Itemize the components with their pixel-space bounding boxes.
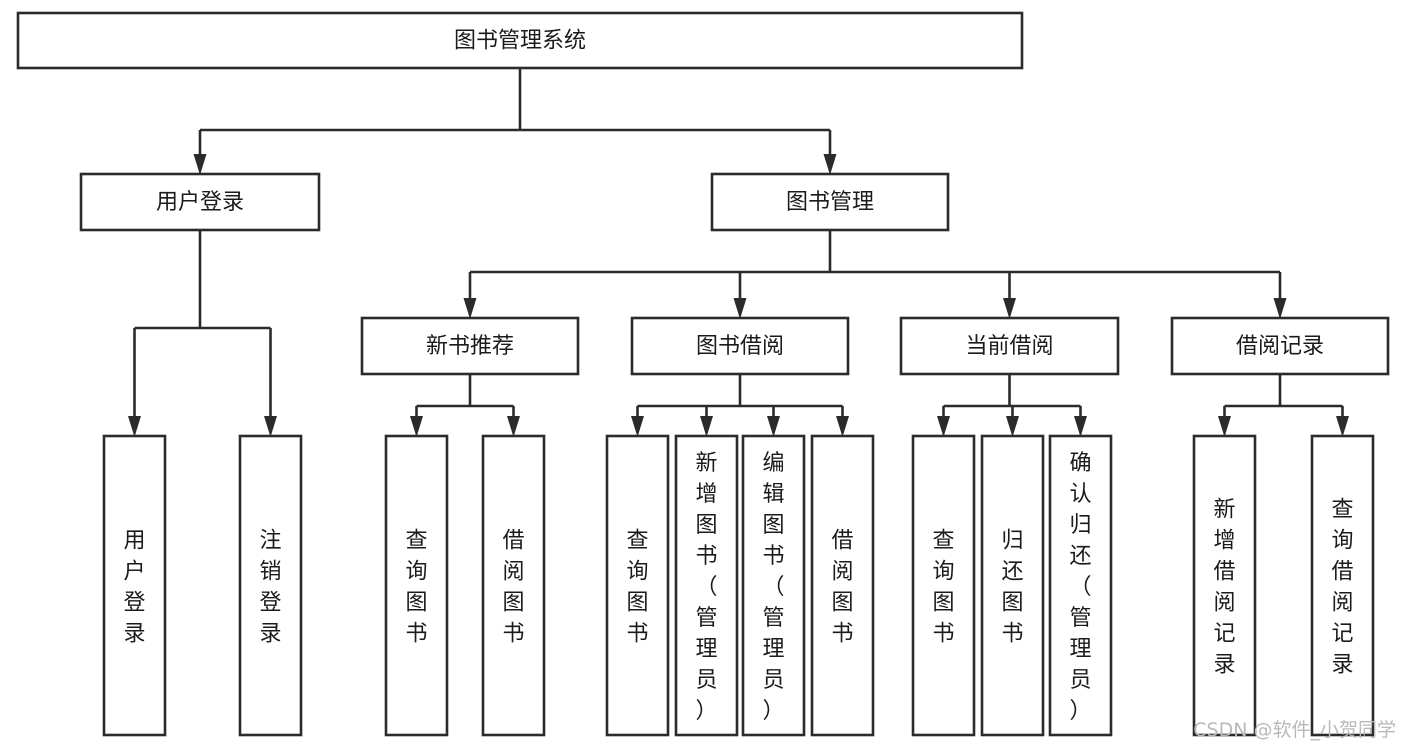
connector-group-borrow-record (1218, 374, 1349, 437)
node-label: 借阅记录 (1236, 334, 1324, 359)
node-label: 新书推荐 (426, 334, 514, 359)
node-layer: 图书管理系统用户登录图书管理新书推荐图书借阅当前借阅借阅记录用户登录注销登录查询… (16, 11, 1390, 737)
watermark-layer: CSDN @软件_小贺同学 (1193, 719, 1396, 741)
node-label: 注销登录 (259, 529, 281, 647)
node-leaf-query-book-3[interactable]: 查询图书 (911, 434, 976, 737)
node-label: 借阅图书 (502, 529, 524, 647)
node-label: 查询图书 (626, 529, 648, 647)
node-label: 当前借阅 (965, 334, 1053, 359)
connector-group-book-manage (463, 230, 1287, 319)
node-label: 借阅图书 (831, 529, 853, 647)
node-label: 图书管理系统 (454, 29, 586, 54)
node-leaf-user-login[interactable]: 用户登录 (102, 434, 167, 737)
node-label: 编辑图书（管理员） (762, 451, 784, 724)
node-leaf-query-book-2[interactable]: 查询图书 (605, 434, 670, 737)
node-label: 归还图书 (1001, 529, 1023, 647)
node-leaf-borrow-book-2[interactable]: 借阅图书 (810, 434, 875, 737)
node-leaf-add-borrow-record[interactable]: 新增借阅记录 (1192, 434, 1257, 737)
node-leaf-add-book-admin[interactable]: 新增图书（管理员） (674, 434, 739, 737)
node-leaf-user-logout[interactable]: 注销登录 (238, 434, 303, 737)
csdn-watermark: CSDN @软件_小贺同学 (1193, 719, 1396, 741)
node-user-login[interactable]: 用户登录 (79, 172, 321, 232)
node-book-borrow[interactable]: 图书借阅 (630, 316, 850, 376)
node-label: 新增借阅记录 (1213, 498, 1235, 678)
node-label: 确认归还（管理员） (1069, 451, 1091, 724)
node-leaf-confirm-return-admin[interactable]: 确认归还（管理员） (1048, 434, 1113, 737)
node-leaf-query-borrow-record[interactable]: 查询借阅记录 (1310, 434, 1375, 737)
node-label: 新增图书（管理员） (695, 451, 717, 724)
node-leaf-return-book[interactable]: 归还图书 (980, 434, 1045, 737)
connector-group-root (193, 68, 837, 175)
node-current-borrow[interactable]: 当前借阅 (899, 316, 1120, 376)
node-new-book-recommend[interactable]: 新书推荐 (360, 316, 580, 376)
node-borrow-record[interactable]: 借阅记录 (1170, 316, 1390, 376)
connector-layer (128, 68, 1349, 437)
node-root[interactable]: 图书管理系统 (16, 11, 1024, 70)
node-label: 图书管理 (786, 190, 874, 215)
node-label: 查询借阅记录 (1331, 498, 1353, 678)
node-label: 用户登录 (123, 529, 145, 647)
connector-group-user-login (128, 230, 277, 437)
connector-group-new-book-recommend (410, 374, 520, 437)
node-leaf-query-book-1[interactable]: 查询图书 (384, 434, 449, 737)
connector-group-current-borrow (937, 374, 1087, 437)
node-leaf-borrow-book-1[interactable]: 借阅图书 (481, 434, 546, 737)
node-leaf-edit-book-admin[interactable]: 编辑图书（管理员） (741, 434, 806, 737)
node-label: 图书借阅 (696, 334, 784, 359)
node-book-manage[interactable]: 图书管理 (710, 172, 950, 232)
node-label: 查询图书 (932, 529, 954, 647)
connector-group-book-borrow (631, 374, 849, 437)
node-label: 用户登录 (156, 190, 244, 215)
node-label: 查询图书 (405, 529, 427, 647)
